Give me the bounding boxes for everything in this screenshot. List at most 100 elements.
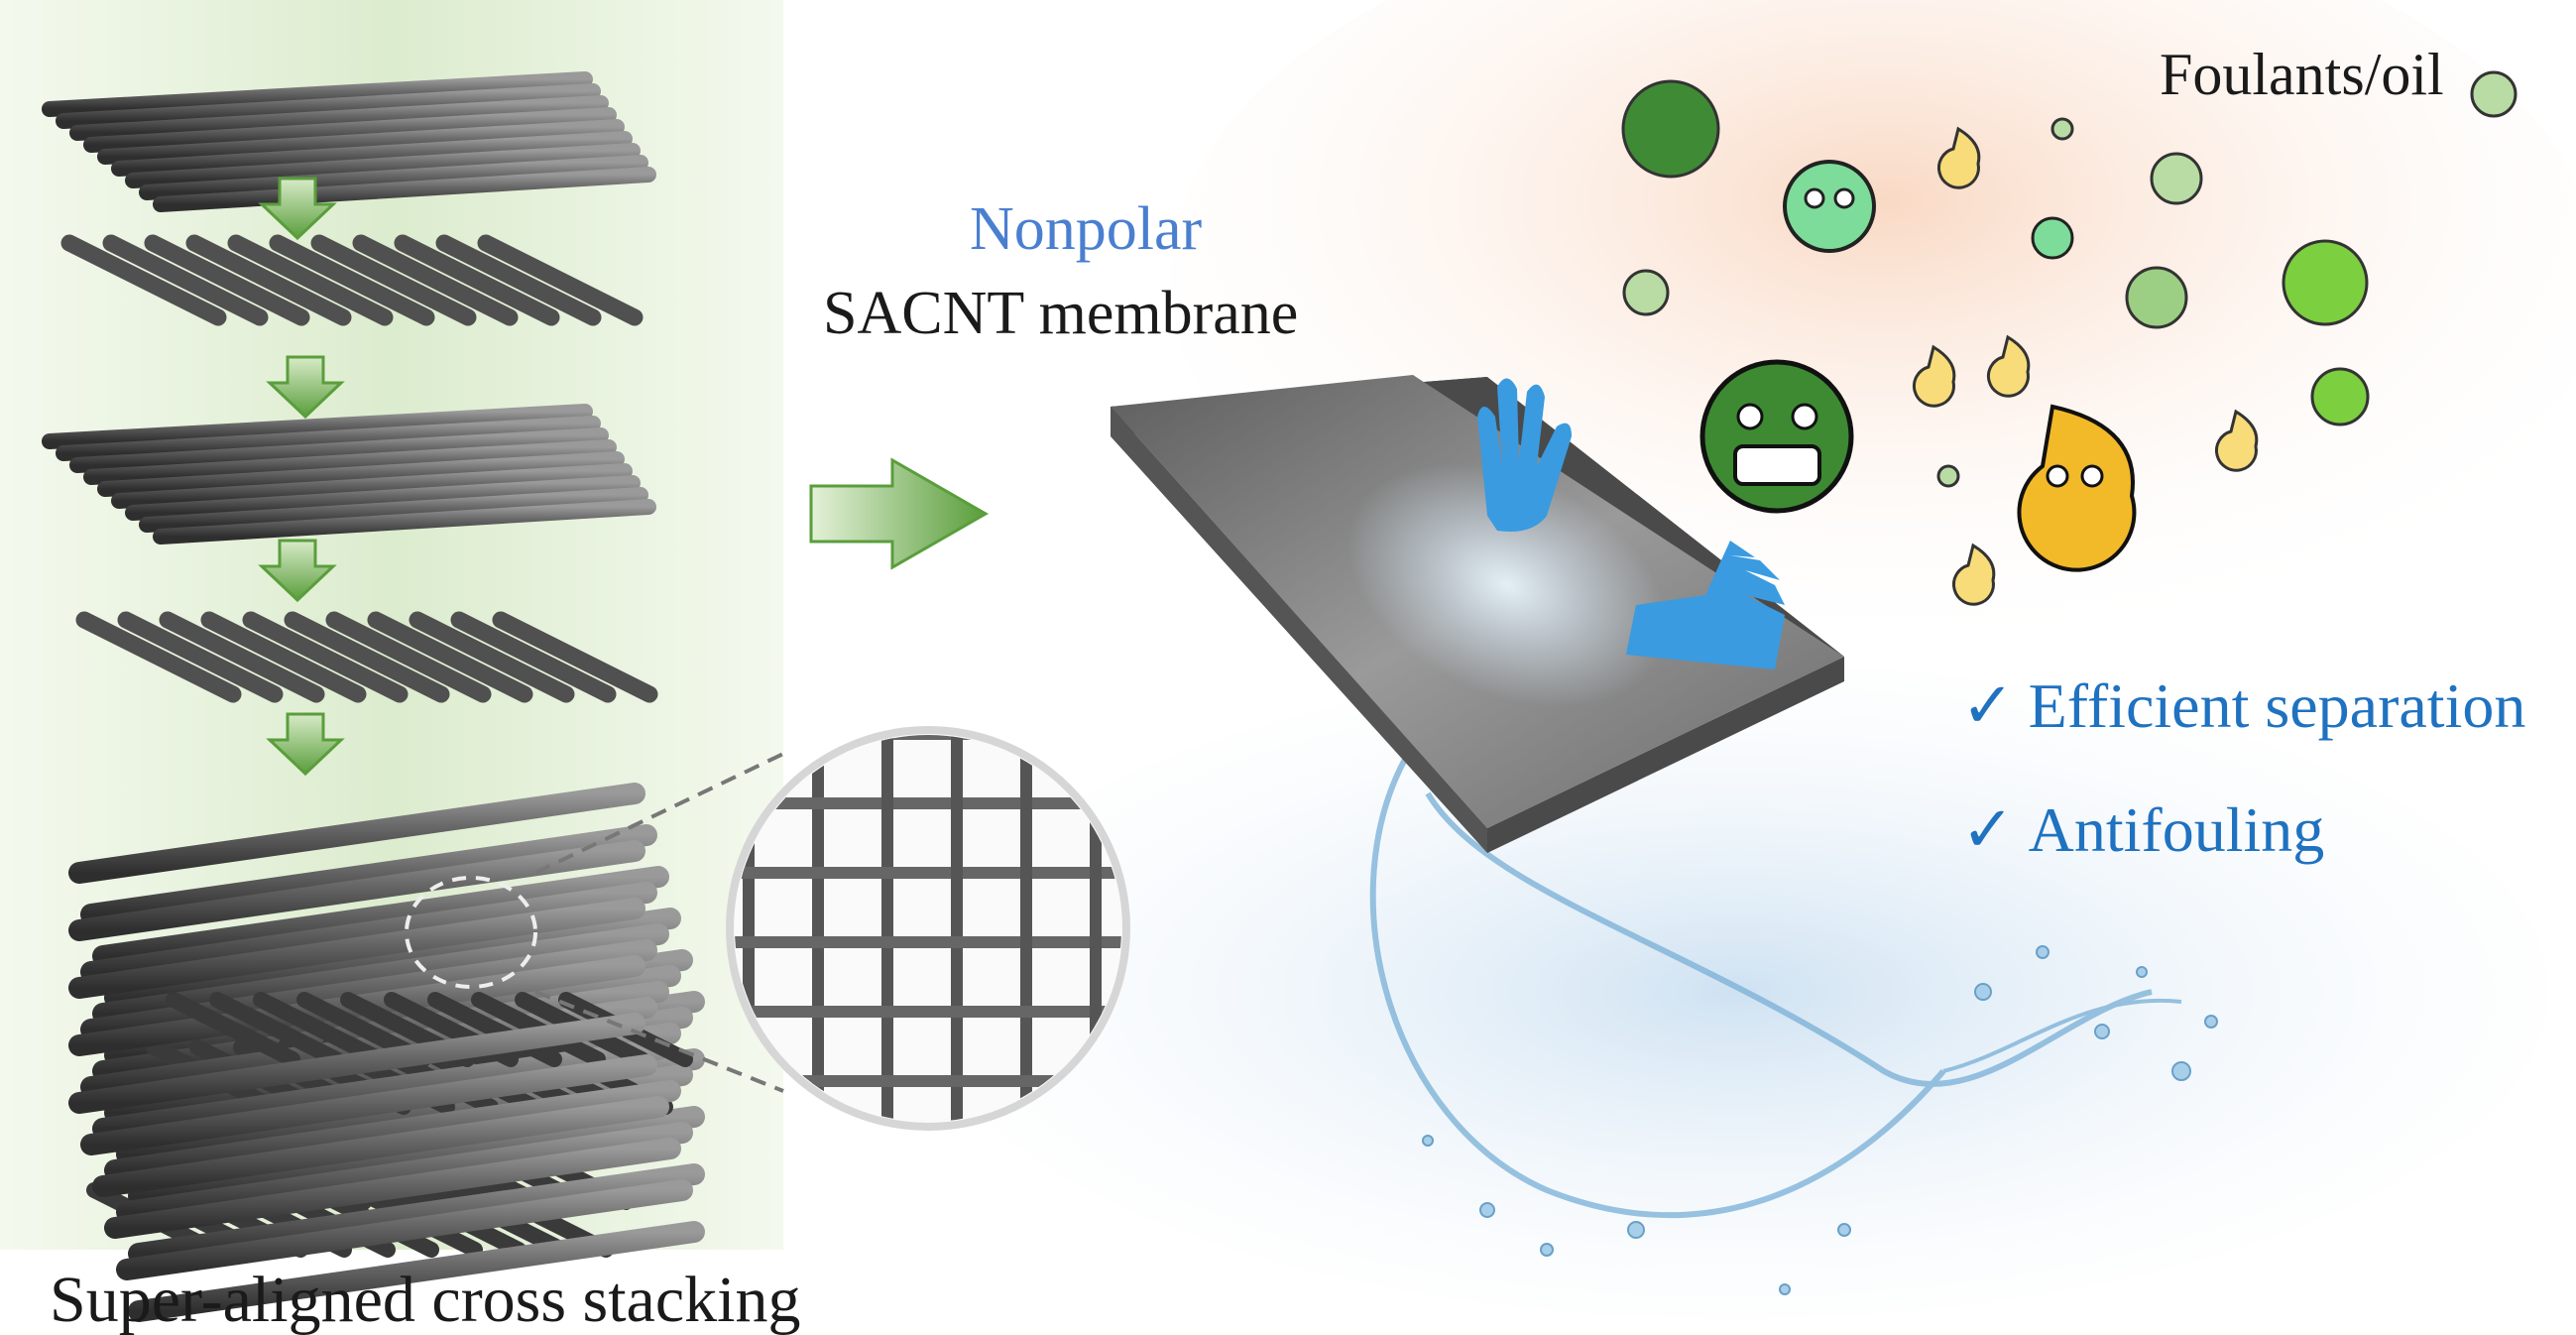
cnt-rod	[75, 611, 242, 703]
water-droplet	[1627, 1221, 1645, 1239]
cnt-rod	[97, 451, 625, 497]
cnt-rod	[111, 463, 633, 509]
down-arrow-icon	[266, 355, 345, 420]
cnt-rod	[104, 908, 681, 1009]
cnt-rod	[128, 1221, 705, 1322]
foulant-particle	[2470, 70, 2517, 118]
cnt-layers	[42, 71, 705, 1322]
cnt-rod	[69, 427, 609, 473]
benefit-label: Antifouling	[2028, 794, 2325, 865]
cnt-rod	[227, 234, 394, 326]
cnt-rod	[102, 234, 269, 326]
check-icon: ✓	[1961, 670, 2015, 741]
cnt-rod	[56, 83, 601, 129]
cnt-rod	[42, 71, 593, 117]
cnt-rod	[97, 119, 625, 165]
water-droplet	[2171, 1061, 2191, 1081]
glove-icon	[1477, 378, 1572, 532]
cnt-rod	[80, 1054, 657, 1155]
cnt-rod	[125, 475, 641, 521]
benefit-label: Efficient separation	[2028, 670, 2526, 741]
cnt-rod	[139, 155, 648, 200]
cnt-rod	[284, 611, 450, 703]
cnt-rod	[125, 143, 641, 188]
zoom-line-top	[534, 752, 784, 875]
cnt-rod	[68, 840, 645, 941]
cnt-rod	[253, 992, 388, 1067]
water-droplets	[1422, 945, 2218, 1295]
zoom-line-bottom	[534, 990, 784, 1093]
cnt-rod	[56, 416, 601, 461]
foulant-particle	[2310, 367, 2370, 426]
water-droplet	[1974, 983, 1992, 1001]
cnt-rod	[83, 107, 617, 153]
angry-oil-drop-icon	[2017, 404, 2137, 572]
cnt-rod	[104, 1138, 681, 1239]
virus-icon	[1783, 160, 1876, 253]
cnt-rod	[92, 1038, 669, 1140]
cnt-rod	[269, 234, 435, 326]
water-droplet	[1837, 1223, 1851, 1237]
foulant-particle	[2125, 266, 2188, 329]
benefit-efficient-separation: ✓Efficient separation	[1961, 674, 2525, 738]
cnt-rod	[60, 234, 227, 326]
cnt-rod	[128, 1106, 705, 1207]
oil-droplet	[1936, 126, 1981, 189]
cnt-rod	[68, 783, 645, 884]
oil-droplet	[1912, 344, 1956, 408]
down-arrow-icon	[258, 177, 337, 241]
cnt-rod	[427, 992, 562, 1067]
cnt-rod	[42, 404, 593, 449]
cnt-rod	[153, 167, 656, 212]
water-droplet	[2094, 1024, 2110, 1039]
stacking-arrows	[258, 177, 345, 777]
cnt-rod	[68, 898, 645, 999]
cnt-rod	[116, 1179, 693, 1280]
cnt-rod	[144, 234, 310, 326]
water-region-bg	[922, 665, 2548, 1319]
cnt-rod	[310, 234, 477, 326]
virus-icon	[2031, 216, 2074, 260]
cnt-rod	[200, 611, 367, 703]
cnt-rod	[116, 1122, 693, 1223]
foulant-particle	[2150, 152, 2203, 205]
cnt-rod	[477, 234, 644, 326]
foulant-particle	[1621, 79, 1720, 179]
membrane-label: SACNT membrane	[823, 280, 1299, 347]
oil-droplet	[1951, 543, 1996, 606]
cnt-rod	[394, 234, 560, 326]
nonpolar-label: Nonpolar	[970, 195, 1203, 263]
water-droplet	[1779, 1283, 1791, 1295]
foulant-particle	[1936, 464, 1960, 488]
water-droplet	[2204, 1015, 2218, 1029]
cnt-rod	[92, 866, 669, 967]
cnt-rod	[80, 882, 657, 983]
cnt-rod	[409, 611, 575, 703]
water-splash	[1369, 752, 2182, 1219]
cnt-rod	[69, 95, 609, 141]
water-droplet	[1540, 1243, 1554, 1257]
check-icon: ✓	[1961, 794, 2015, 865]
down-arrow-icon	[258, 539, 337, 603]
cnt-rod	[209, 992, 344, 1067]
cnt-rod	[367, 611, 533, 703]
cnt-rod	[242, 611, 409, 703]
foulant-particle	[1622, 269, 1670, 316]
cnt-rod	[83, 439, 617, 485]
cnt-rod	[92, 1096, 669, 1197]
cnt-rod	[139, 487, 648, 533]
cnt-rod	[159, 611, 325, 703]
cnt-rod	[185, 234, 352, 326]
foulants-label: Foulants/oil	[2160, 42, 2444, 107]
water-droplet	[2136, 966, 2148, 978]
down-arrow-icon	[266, 712, 345, 777]
foulant-particles	[1621, 70, 2517, 606]
cnt-rod	[166, 992, 300, 1067]
water-droplet	[1422, 1135, 1434, 1147]
oil-droplet	[1986, 334, 2031, 398]
foulant-particle	[2282, 239, 2369, 326]
cnt-rod	[80, 939, 657, 1040]
cnt-rod	[128, 1163, 705, 1265]
cnt-rod	[325, 611, 492, 703]
